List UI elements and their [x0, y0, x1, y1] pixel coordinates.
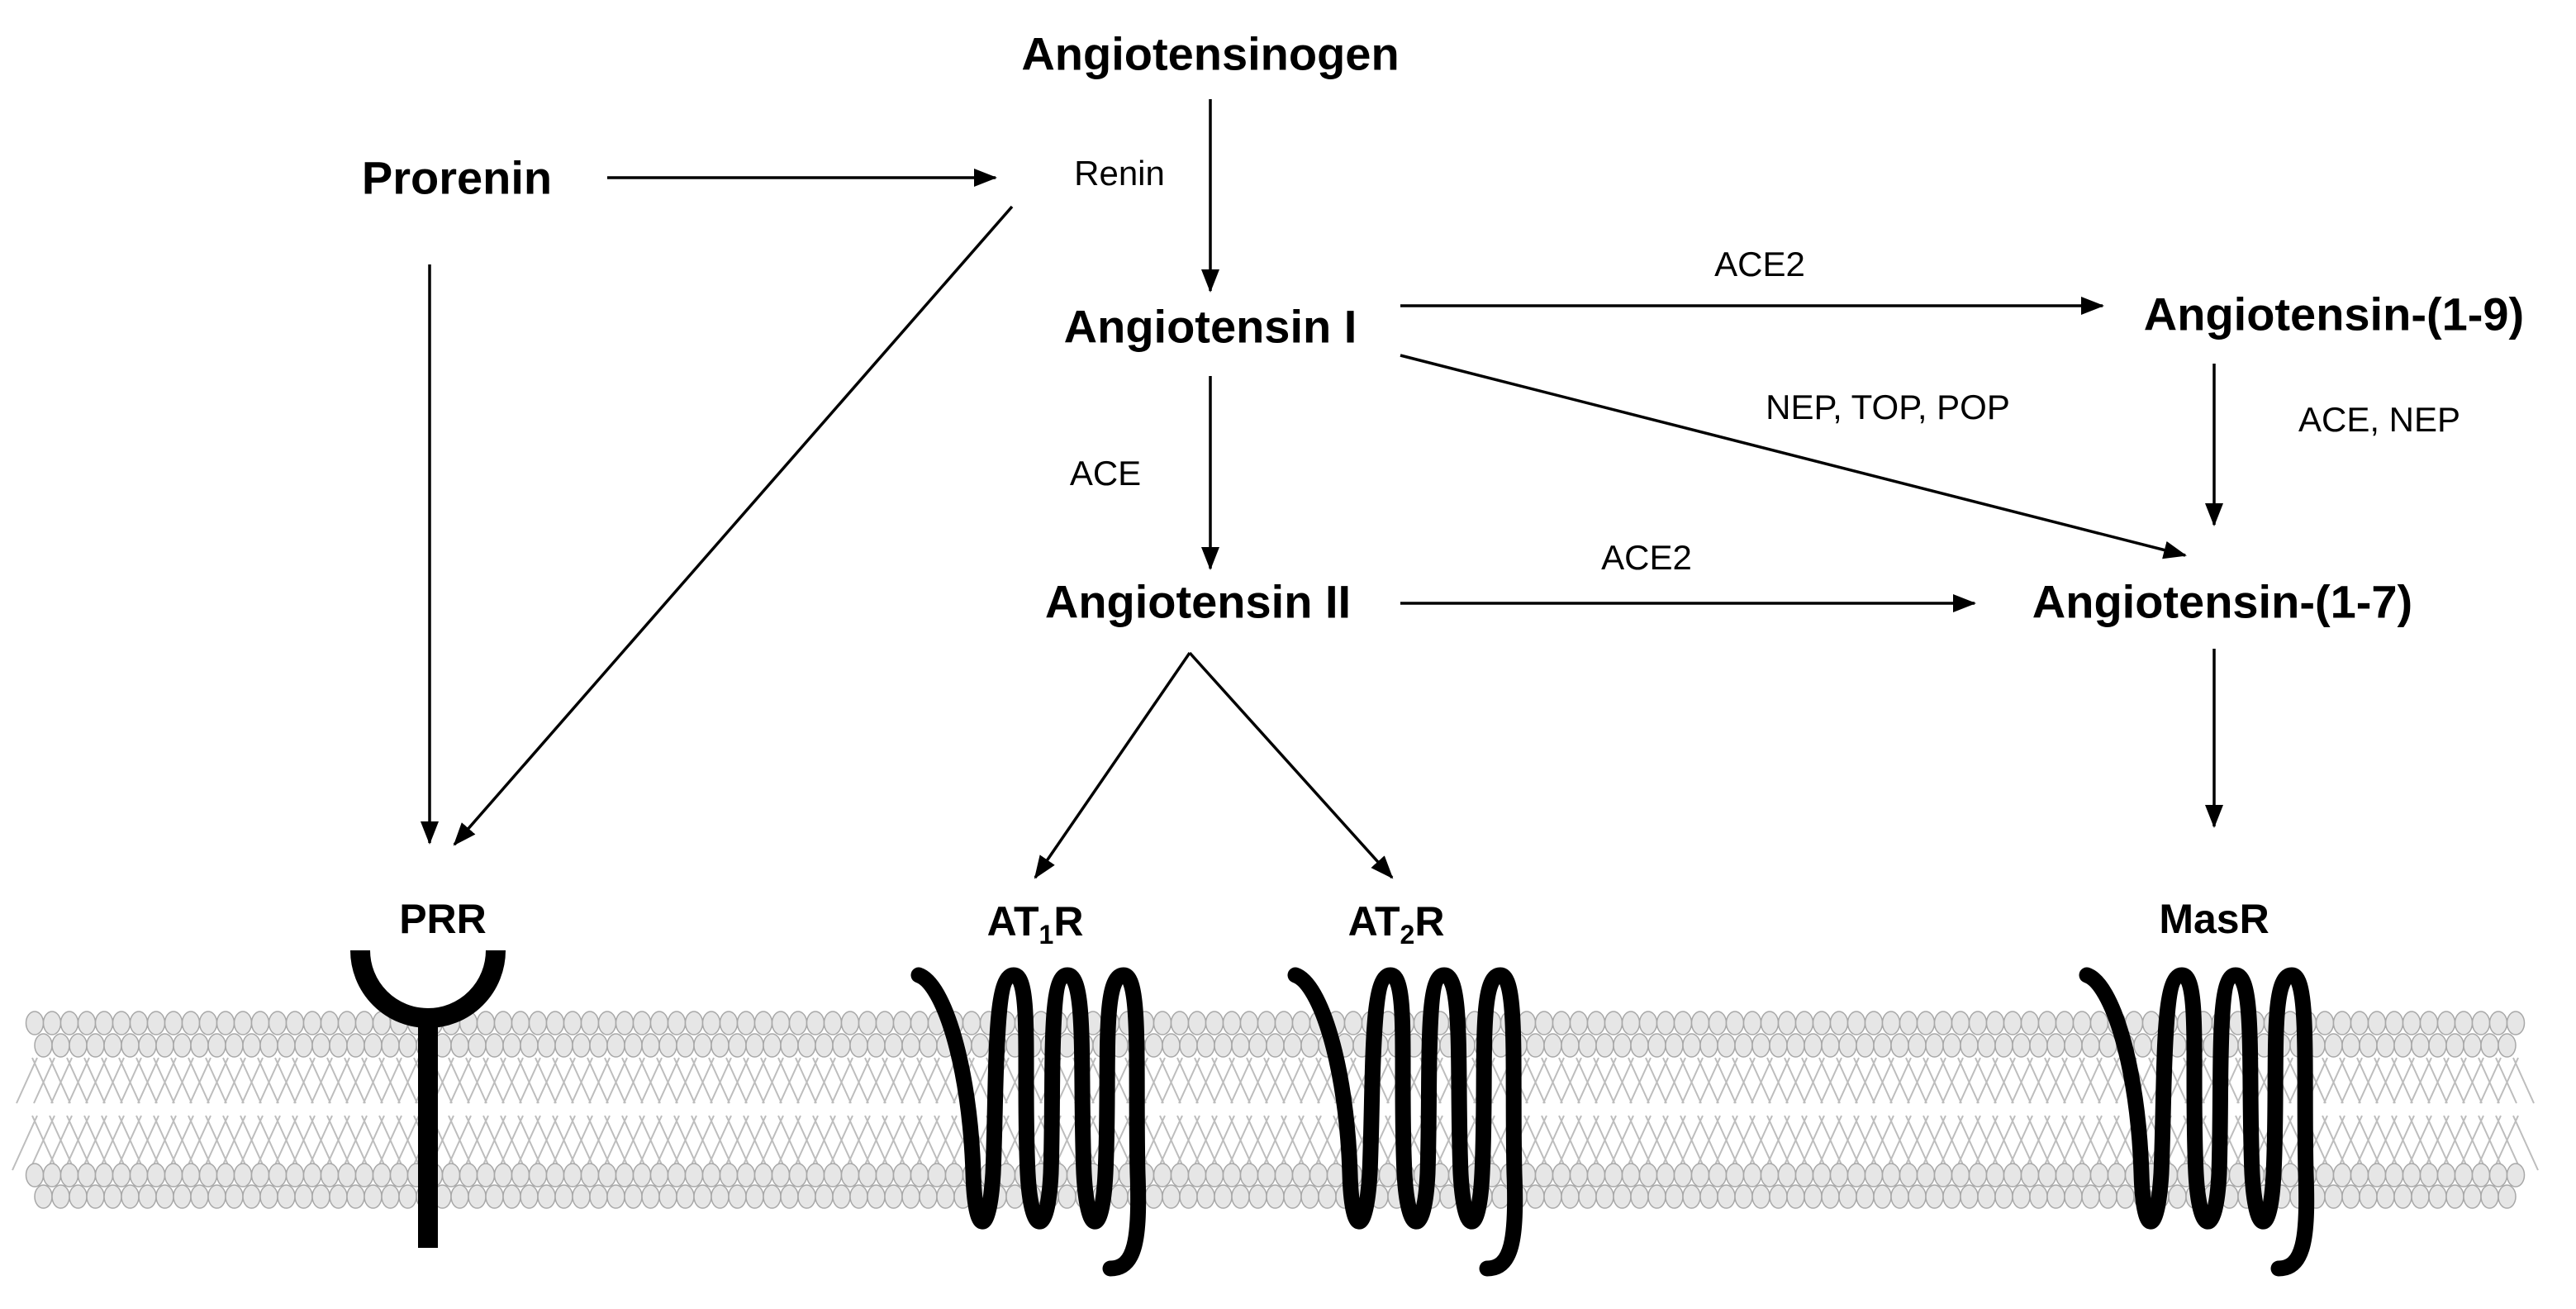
at1r-label-prefix: AT: [986, 898, 1039, 945]
renin-label: Renin: [1074, 154, 1165, 193]
angiotensin-1-7-label: Angiotensin-(1-7): [2032, 575, 2413, 628]
angiotensin-ii-label: Angiotensin II: [1044, 575, 1352, 628]
angiotensin-i-label: Angiotensin I: [1063, 300, 1357, 353]
angiotensin-1-9-label: Angiotensin-(1-9): [2143, 288, 2525, 340]
at2r-label-prefix: AT: [1347, 898, 1400, 945]
arrow-renin-to-prr: [453, 205, 1014, 846]
masr-label: MasR: [2159, 896, 2269, 942]
ace2-label-top: ACE2: [1714, 245, 1805, 283]
at2r-label-subscript: 2: [1400, 920, 1415, 950]
masr-receptor-shape: [2079, 967, 2315, 1277]
prr-label: PRR: [399, 896, 487, 942]
lipid-heads: [25, 1011, 2526, 1209]
cell-membrane: [12, 1011, 2539, 1209]
prorenin-label: Prorenin: [361, 151, 553, 204]
arrow-angiotensin-ii-to-at1r: [1034, 652, 1191, 879]
at2r-label-suffix: R: [1414, 898, 1445, 945]
at2r-receptor-shape: [1287, 967, 1523, 1277]
arrow-angiotensin-ii-to-at2r: [1188, 651, 1394, 879]
reaction-arrows: [421, 99, 2223, 879]
at2r-label: AT2R: [1348, 897, 1445, 950]
at1r-label-suffix: R: [1053, 898, 1084, 945]
angiotensinogen-label: Angiotensinogen: [1021, 27, 1400, 80]
ace-label: ACE: [1069, 454, 1142, 493]
nep-top-pop-label: NEP, TOP, POP: [1766, 388, 2010, 426]
at1r-receptor-shape: [910, 967, 1147, 1277]
arrow-angiotensin-i-to-angiotensin-1-7: [1400, 354, 2187, 559]
at1r-label-subscript: 1: [1038, 920, 1054, 950]
ace2-label-bottom: ACE2: [1601, 538, 1692, 577]
ace-nep-label: ACE, NEP: [2298, 400, 2461, 439]
at1r-label: AT1R: [987, 897, 1084, 950]
prr-receptor-shape: [350, 950, 506, 1248]
